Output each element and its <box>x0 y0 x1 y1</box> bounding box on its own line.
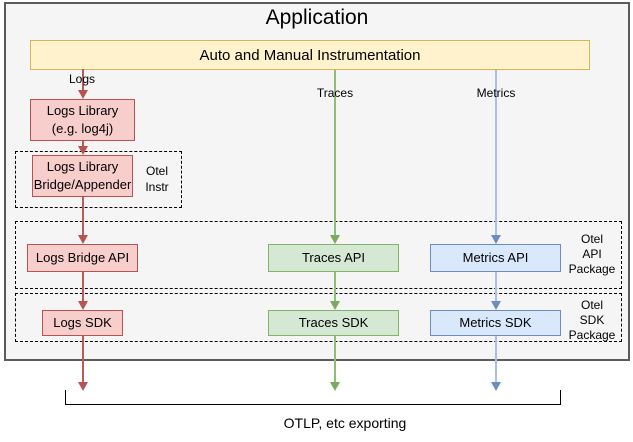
connector-traces-instr-to-api <box>334 70 336 235</box>
group-label-otel-sdk-package: Otel SDK Package <box>564 298 620 343</box>
node-traces-api: Traces API <box>268 244 399 272</box>
arrow-down-icon <box>330 382 340 391</box>
node-traces-sdk: Traces SDK <box>268 310 399 336</box>
node-logs-bridge-appender: Logs Library Bridge/Appender <box>32 155 133 197</box>
connector-traces-api-to-sdk <box>334 272 336 302</box>
node-logs-library-line1: Logs Library <box>46 103 119 118</box>
arrow-down-icon <box>491 301 501 310</box>
group-label-otel-sdk-line2: SDK <box>579 313 605 327</box>
connector-metrics-sdk-to-export <box>495 336 497 383</box>
group-otel-sdk-package <box>15 293 622 342</box>
export-label: OTLP, etc exporting <box>283 415 407 431</box>
connector-logs-sdk-to-export <box>82 336 84 383</box>
connector-metrics-instr-to-api <box>495 70 497 235</box>
node-logs-library: Logs Library (e.g. log4j) <box>30 99 135 141</box>
group-label-otel-instr-line2: Instr <box>145 180 169 194</box>
arrow-down-icon <box>78 301 88 310</box>
node-logs-bridge-api: Logs Bridge API <box>27 244 138 272</box>
group-label-otel-api-line2: API <box>582 247 602 261</box>
arrow-down-icon <box>330 235 340 244</box>
diagram-title: Application <box>265 6 369 29</box>
node-logs-bridge-line1: Logs Library <box>46 159 119 174</box>
arrow-down-icon <box>491 382 501 391</box>
connector-logs-instr-to-library <box>82 69 84 91</box>
arrow-down-icon <box>491 235 501 244</box>
group-label-otel-instr-line1: Otel <box>145 164 168 178</box>
node-instrumentation: Auto and Manual Instrumentation <box>30 40 590 70</box>
signal-label-traces: Traces <box>316 86 354 100</box>
group-otel-api-package <box>15 221 622 289</box>
connector-logs-library-to-bridge <box>82 141 84 147</box>
group-label-otel-api-line3: Package <box>568 262 616 276</box>
connector-traces-sdk-to-export <box>334 336 336 383</box>
arrow-down-icon <box>78 90 88 99</box>
group-label-otel-api-line1: Otel <box>580 232 603 246</box>
group-label-otel-instr: Otel Instr <box>133 163 181 195</box>
node-logs-sdk: Logs SDK <box>42 310 123 336</box>
node-metrics-sdk: Metrics SDK <box>430 310 561 336</box>
arrow-down-icon <box>78 235 88 244</box>
signal-label-logs: Logs <box>68 72 96 86</box>
connector-metrics-api-to-sdk <box>495 272 497 302</box>
group-label-otel-sdk-line1: Otel <box>580 298 603 312</box>
arrow-down-icon <box>78 382 88 391</box>
export-bracket <box>65 390 561 405</box>
arrow-down-icon <box>78 146 88 155</box>
group-otel-instr <box>15 151 182 208</box>
signal-label-metrics: Metrics <box>476 86 516 100</box>
connector-logs-api-to-sdk <box>82 272 84 302</box>
group-label-otel-sdk-line3: Package <box>568 328 616 342</box>
connector-logs-bridge-to-api <box>82 197 84 235</box>
node-logs-bridge-line2: Bridge/Appender <box>33 177 132 192</box>
node-metrics-api: Metrics API <box>430 244 561 272</box>
arrow-down-icon <box>330 301 340 310</box>
node-instrumentation-label: Auto and Manual Instrumentation <box>199 46 421 64</box>
group-label-otel-api-package: Otel API Package <box>564 232 620 277</box>
node-logs-library-line2: (e.g. log4j) <box>51 121 114 136</box>
